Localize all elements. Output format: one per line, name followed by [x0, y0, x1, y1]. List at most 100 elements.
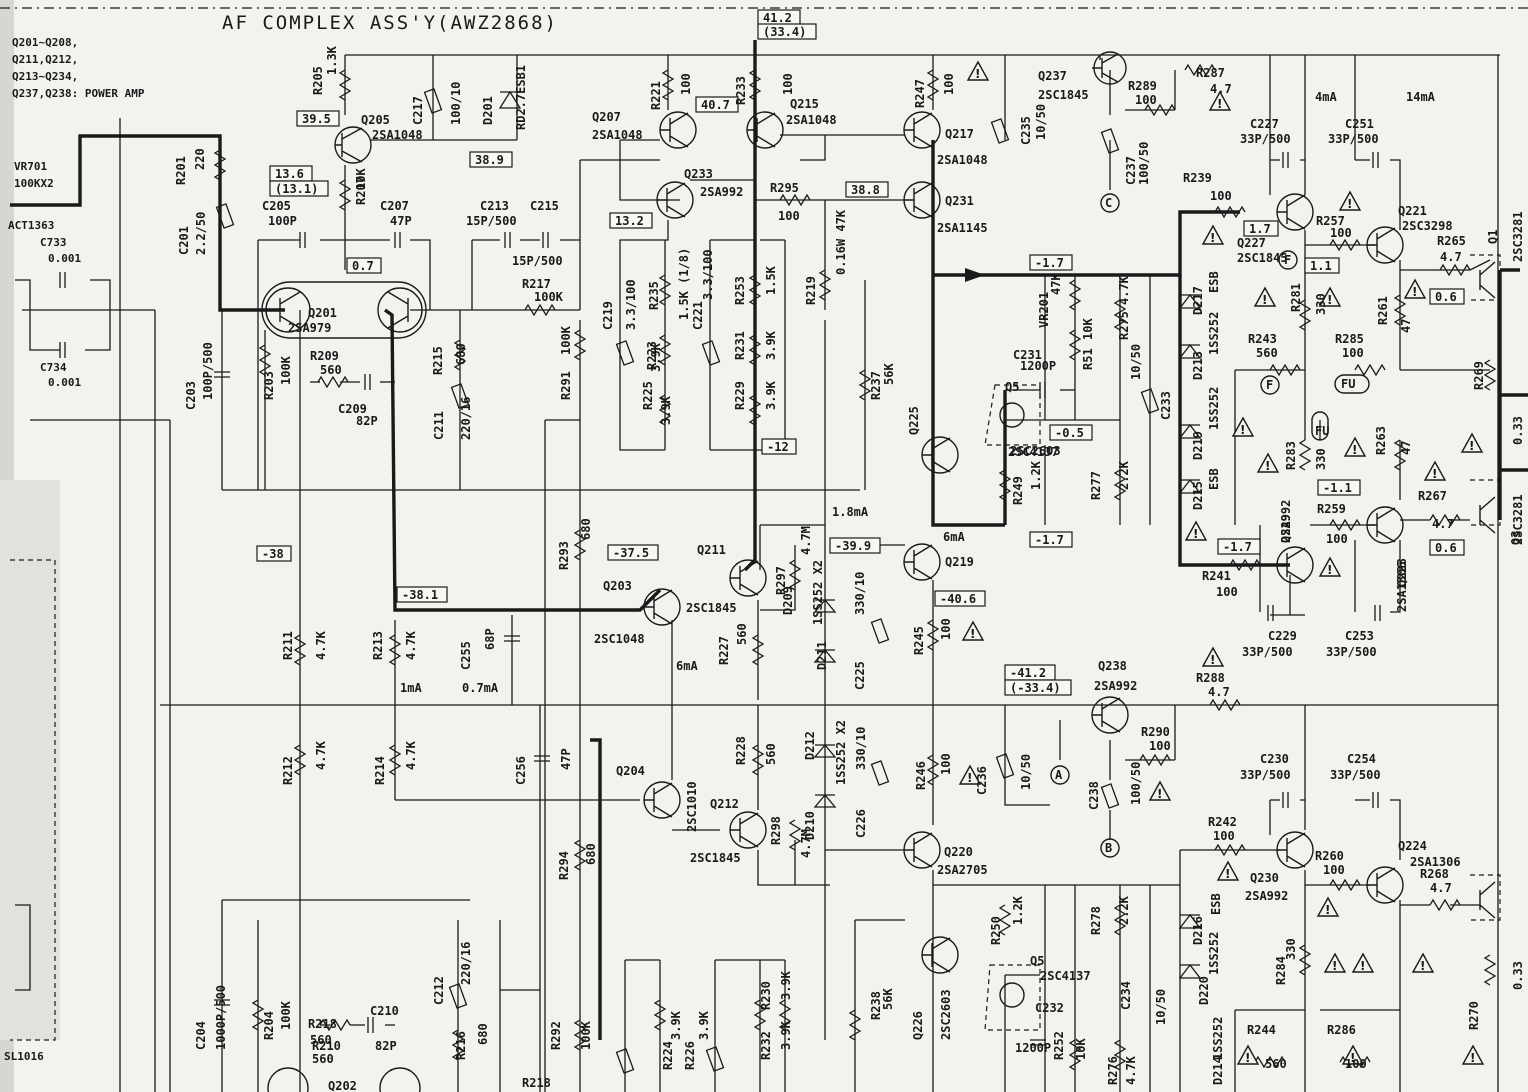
- component-name: C226: [854, 809, 868, 838]
- component-value: 1000P/500: [214, 985, 228, 1050]
- transistor-type: 2SC3281: [1511, 494, 1525, 545]
- component-name: C205: [262, 199, 291, 213]
- component-name: R241: [1202, 569, 1231, 583]
- transistor-name: Q226: [911, 1011, 925, 1040]
- header-note-1: Q201~Q208,: [12, 36, 78, 49]
- component-value: 100K: [279, 1000, 293, 1030]
- component-value: 330/10: [853, 572, 867, 615]
- transistor-name: Q212: [710, 797, 739, 811]
- warning-icon: !: [958, 764, 982, 785]
- component-name: C227: [1250, 117, 1279, 131]
- component-name: R226: [683, 1041, 697, 1070]
- component-value: 1SS252: [1207, 312, 1221, 355]
- component-name: C253: [1345, 629, 1374, 643]
- component-value: 4.7K: [314, 630, 328, 660]
- component-name: D220: [1197, 976, 1211, 1005]
- component-name: C234: [1119, 981, 1133, 1010]
- component-name: R205: [311, 66, 325, 95]
- transistor-type: 2SC1010: [685, 781, 699, 832]
- component-name: R286: [1327, 1023, 1356, 1037]
- svg-text:!: !: [1432, 467, 1437, 481]
- voltage-box: [695, 96, 739, 113]
- svg-text:!: !: [1325, 903, 1330, 917]
- component-value: 2.2K: [1117, 895, 1131, 925]
- component-value: 1SS252 X2: [811, 560, 825, 625]
- component-name: R203: [262, 371, 276, 400]
- component-value: 1SS252 X2: [834, 720, 848, 785]
- component-value: 680: [454, 343, 468, 365]
- component-value: 4.7K: [404, 630, 418, 660]
- component-value: 56K: [881, 988, 895, 1010]
- component-name: C251: [1345, 117, 1374, 131]
- component-name: R253: [733, 276, 747, 305]
- connector-label: F: [1266, 378, 1273, 392]
- component-value: 100/50: [1137, 142, 1151, 185]
- transistor-name: Q211: [697, 543, 726, 557]
- transistor-name: Q233: [684, 167, 713, 181]
- voltage-value: 13.6: [275, 167, 304, 181]
- transistor-symbols: [261, 51, 1496, 1092]
- component-name: C201: [177, 226, 191, 255]
- transistor-type: 2SC4137: [1008, 445, 1059, 459]
- component-name: D215: [1191, 481, 1205, 510]
- component-name: R250: [989, 916, 1003, 945]
- component-value: 100: [1342, 346, 1364, 360]
- component-name: D201: [481, 96, 495, 125]
- component-value: 100P/500: [201, 342, 215, 400]
- component-name: C236: [975, 766, 989, 795]
- component-name: R247: [913, 79, 927, 108]
- voltage-box: [1317, 479, 1361, 496]
- transistor-name: Q238: [1098, 659, 1127, 673]
- warning-icon: !: [1341, 1044, 1365, 1065]
- component-name: R297: [774, 566, 788, 595]
- header-note-2: Q211,Q212,: [12, 53, 78, 66]
- component-value: 560: [320, 363, 342, 377]
- transistor-type: 2SA1048: [372, 128, 423, 142]
- transistor-type: 2SC1845: [1237, 251, 1288, 265]
- component-name: R216: [454, 1031, 468, 1060]
- voltage-value: -40.6: [940, 592, 976, 606]
- sl1016-label: SL1016: [4, 1050, 44, 1063]
- component-value: 1.3K: [325, 45, 339, 75]
- component-name: R230: [759, 981, 773, 1010]
- svg-text:!: !: [1412, 285, 1417, 299]
- component-value: 100/50: [1129, 762, 1143, 805]
- component-value: 100: [679, 73, 693, 95]
- component-value: 100: [939, 618, 953, 640]
- voltage-value: -1.1: [1323, 481, 1352, 495]
- component-value: 4.7M: [799, 829, 813, 858]
- voltage-value: (13.1): [275, 182, 318, 196]
- component-value: 100: [1345, 1057, 1367, 1071]
- component-value: 15P/500: [512, 254, 563, 268]
- component-value: 4.7M: [799, 526, 813, 555]
- component-value: 560: [1256, 346, 1278, 360]
- component-value: 68P: [483, 628, 497, 650]
- transistor-type: 2SA1306: [1395, 561, 1409, 612]
- component-name: R229: [733, 381, 747, 410]
- warning-icon: !: [1423, 460, 1447, 481]
- voltage-value: (33.4): [763, 25, 806, 39]
- component-name: R275: [1117, 311, 1131, 340]
- component-value: 3.3/100: [624, 279, 638, 330]
- transistor-name: Q225: [907, 406, 921, 435]
- component-value: 47P: [559, 748, 573, 770]
- component-value: 10/50: [1129, 344, 1143, 380]
- component-name: D210: [803, 811, 817, 840]
- component-value: 100K: [559, 325, 573, 355]
- component-name: R204: [262, 1011, 276, 1040]
- component-name: R290: [1141, 725, 1170, 739]
- board-title: AF COMPLEX ASS'Y(AWZ2868): [222, 12, 558, 34]
- voltage-value: -37.5: [613, 546, 649, 560]
- voltage-box: [757, 23, 817, 40]
- svg-text:!: !: [1240, 423, 1245, 437]
- transistor-type: 2SA1048: [592, 128, 643, 142]
- component-name: R209: [310, 349, 339, 363]
- component-name: D217: [1191, 286, 1205, 315]
- component-value: 100: [942, 73, 956, 95]
- component-name: R215: [431, 346, 445, 375]
- component-value: 1SS252: [1207, 932, 1221, 975]
- component-name: C256: [514, 756, 528, 785]
- header-note-4: Q237,Q238: POWER AMP: [12, 87, 145, 100]
- component-name: C215: [530, 199, 559, 213]
